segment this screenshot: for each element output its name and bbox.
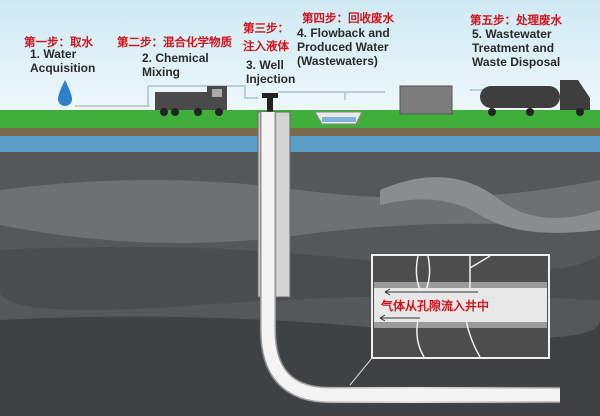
step5-cn-label: 第五步：处理废水	[470, 15, 562, 27]
step5-label: 5. Wastewater Treatment and Waste Dispos…	[472, 27, 560, 69]
wellhead-icon	[262, 93, 278, 112]
step3-line1: 3. Well	[246, 58, 284, 72]
step4-line2: Produced Water	[297, 40, 389, 54]
step5-line2: Treatment and	[472, 41, 555, 55]
step4-line1: 4. Flowback and	[297, 26, 390, 40]
step5-line1: 5. Wastewater	[472, 27, 552, 41]
pore-flow-inset	[371, 254, 550, 359]
aquifer-layer	[0, 136, 600, 152]
step1-line1: 1. Water	[30, 47, 77, 61]
step4-cn-label: 第四步：回收废水	[302, 13, 394, 25]
step2-line2: Mixing	[142, 65, 180, 79]
step1-label: 1. Water Acquisition	[30, 47, 95, 75]
flow-arrows	[75, 85, 485, 107]
step2-label: 2. Chemical Mixing	[142, 51, 209, 79]
step3-cn-label-1: 第三步：	[243, 23, 289, 35]
water-drop-icon	[58, 80, 72, 106]
step3-label: 3. Well Injection	[246, 58, 295, 86]
step2-line1: 2. Chemical	[142, 51, 209, 65]
step4-label: 4. Flowback and Produced Water (Wastewat…	[297, 26, 390, 68]
step1-line2: Acquisition	[30, 61, 96, 75]
storage-tank	[399, 85, 453, 115]
ground-surface	[0, 110, 600, 130]
tanker-truck-icon	[480, 80, 590, 116]
step3-line2: Injection	[246, 72, 296, 86]
rock-layer	[0, 180, 600, 243]
step4-line3: (Wastewaters)	[297, 54, 378, 68]
step2-cn-label: 第二步：混合化学物质	[117, 37, 232, 49]
step3-cn-label-2: 注入液体	[243, 41, 289, 53]
mixing-truck-icon	[155, 86, 227, 116]
step5-line3: Waste Disposal	[472, 55, 561, 69]
step1-cn-label: 第一步：取水	[24, 37, 93, 49]
inset-caption: 气体从孔隙流入井中	[381, 299, 490, 313]
